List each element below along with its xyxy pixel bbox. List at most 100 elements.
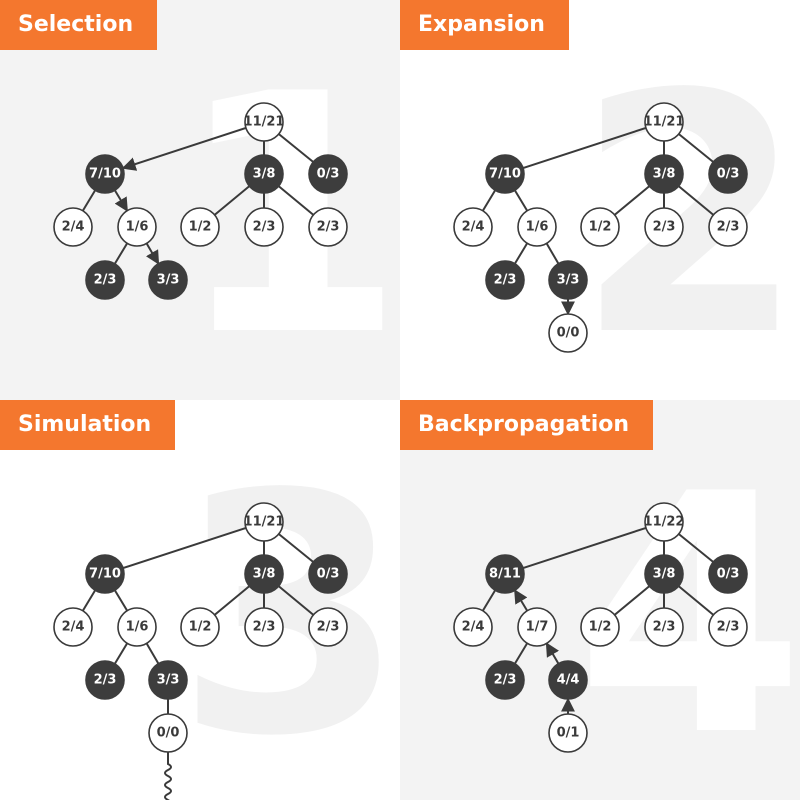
tree-node-a: 7/10: [85, 554, 125, 594]
tree-edge: [213, 585, 251, 616]
rollout-arrow: [164, 752, 172, 800]
node-label: 11/21: [644, 115, 685, 130]
tree-edge: [545, 642, 560, 665]
node-label: 3/8: [253, 567, 276, 582]
tree-edge: [522, 526, 647, 570]
tree-node-a: 7/10: [485, 154, 525, 194]
tree-edge: [678, 533, 714, 563]
tree-node-root: 11/21: [244, 502, 284, 542]
tree-edge: [81, 189, 97, 212]
tree-node-a2: 1/6: [117, 607, 157, 647]
node-label: 0/1: [557, 726, 580, 741]
tree-node-b1: 1/2: [580, 607, 620, 647]
node-label: 4/4: [557, 673, 580, 688]
node-label: 2/4: [62, 620, 85, 635]
node-label: 2/3: [494, 273, 517, 288]
node-label: 8/11: [489, 567, 521, 582]
node-label: 0/3: [317, 167, 340, 182]
tree-edge: [678, 133, 714, 163]
tree-node-b2: 2/3: [244, 607, 284, 647]
node-label: 3/3: [557, 273, 580, 288]
tree-node-a1: 2/4: [53, 607, 93, 647]
node-label: 2/3: [317, 220, 340, 235]
node-label: 11/21: [244, 115, 285, 130]
node-label: 0/0: [557, 326, 580, 341]
node-label: 2/3: [653, 620, 676, 635]
node-label: 2/3: [94, 273, 117, 288]
tree-edge: [278, 133, 314, 163]
tree-node-b: 3/8: [244, 154, 284, 194]
tree-node-a1: 2/4: [453, 207, 493, 247]
tree-node-b2: 2/3: [644, 207, 684, 247]
tree-node-new: 0/0: [148, 713, 188, 753]
tree-node-a: 7/10: [85, 154, 125, 194]
tree-edge: [145, 242, 160, 265]
panel-simulation: 30/111/217/103/80/32/41/61/22/32/32/33/3…: [0, 400, 400, 800]
node-label: 2/3: [717, 620, 740, 635]
node-label: 0/3: [317, 567, 340, 582]
tree-node-c: 0/3: [708, 154, 748, 194]
tree-node-b1: 1/2: [180, 207, 220, 247]
tree-edges: [81, 526, 315, 714]
tree-node-a2: 1/7: [517, 607, 557, 647]
node-label: 2/3: [317, 620, 340, 635]
node-label: 2/3: [253, 620, 276, 635]
tree-node-b3: 2/3: [708, 607, 748, 647]
node-label: 1/2: [589, 620, 612, 635]
panel-simulation-tree: 30/111/217/103/80/32/41/61/22/32/32/33/3…: [53, 424, 400, 800]
tree-node-b3: 2/3: [308, 207, 348, 247]
node-label: 1/7: [526, 620, 549, 635]
tree-edges: [81, 126, 315, 265]
node-label: 7/10: [89, 167, 121, 182]
node-label: 2/3: [494, 673, 517, 688]
tree-node-b3: 2/3: [308, 607, 348, 647]
panel-title: Backpropagation: [400, 400, 654, 450]
tree-nodes: 11/21 7/10 3/8 0/3 2/4 1/6 1/2 2/3 2/3 2/3 3/3 0/0: [453, 102, 748, 353]
tree-node-a2: 1/6: [517, 207, 557, 247]
node-label: 11/22: [644, 515, 685, 530]
tree-node-b: 3/8: [644, 154, 684, 194]
panel-title: Selection: [0, 0, 158, 50]
tree-edge: [522, 126, 647, 170]
tree-edge: [613, 185, 651, 216]
node-label: 2/3: [717, 220, 740, 235]
tree-node-a2b: 3/3: [148, 260, 188, 300]
node-label: 1/2: [589, 220, 612, 235]
panel-title: Simulation: [0, 400, 176, 450]
tree-edge: [213, 185, 251, 216]
tree-node-a1: 2/4: [453, 607, 493, 647]
node-label: 2/3: [653, 220, 676, 235]
tree-node-c: 0/3: [308, 154, 348, 194]
tree-node-a2a: 2/3: [485, 260, 525, 300]
node-label: 3/8: [653, 567, 676, 582]
node-label: 0/3: [717, 167, 740, 182]
node-label: 2/4: [62, 220, 85, 235]
node-label: 7/10: [89, 567, 121, 582]
tree-node-a2a: 2/3: [85, 660, 125, 700]
tree-edges: [481, 526, 715, 714]
tree-node-a2b: 3/3: [548, 260, 588, 300]
node-label: 1/2: [189, 220, 212, 235]
tree-edge: [513, 589, 529, 612]
node-label: 1/6: [526, 220, 549, 235]
tree-edge: [113, 589, 129, 612]
tree-edge: [481, 589, 497, 612]
tree-node-root: 11/21: [644, 102, 685, 142]
tree-edge: [121, 126, 247, 171]
tree-node-root: 11/22: [644, 502, 685, 542]
tree-node-b3: 2/3: [708, 207, 748, 247]
tree-edge: [113, 189, 129, 212]
tree-edge: [145, 642, 160, 665]
tree-node-a2a: 2/3: [85, 260, 125, 300]
tree-node-b: 3/8: [244, 554, 284, 594]
tree-edge: [677, 585, 715, 616]
tree-edge: [122, 526, 247, 570]
tree-node-c: 0/3: [308, 554, 348, 594]
tree-edge: [277, 585, 315, 616]
tree-edge: [481, 189, 497, 212]
tree-edge: [545, 242, 560, 265]
